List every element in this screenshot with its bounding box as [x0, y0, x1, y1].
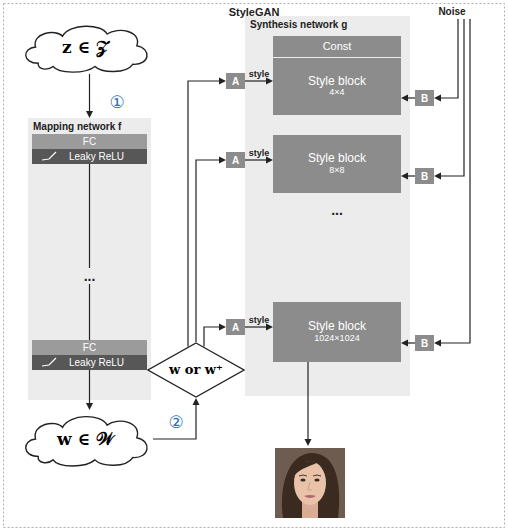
node-text: Style block — [308, 152, 366, 165]
relu-icon — [41, 151, 57, 162]
connector-line — [153, 403, 196, 439]
connector-line — [196, 160, 221, 342]
connector-arrow — [196, 157, 226, 343]
panel-title: Synthesis network g — [250, 19, 405, 30]
connector-arrow — [401, 95, 415, 102]
arrowhead — [219, 324, 226, 331]
arrowhead — [266, 78, 273, 85]
node-text: Leaky ReLU — [69, 357, 124, 368]
relu-icon — [41, 357, 57, 368]
node-text: FC — [83, 136, 96, 147]
node-text: A — [232, 322, 239, 333]
connector-line — [89, 74, 90, 113]
face-image — [275, 448, 345, 518]
noise-scale-box: B — [415, 168, 434, 184]
connector-line — [188, 81, 221, 347]
node-text: 1024×1024 — [314, 334, 359, 344]
connector-arrow — [188, 78, 226, 347]
connector-arrow — [204, 324, 226, 347]
style-block: Style block8×8 — [273, 135, 401, 193]
connector-arrow — [86, 74, 93, 118]
fc-layer: FC — [32, 340, 147, 355]
connector-arrow — [401, 340, 415, 347]
connector-line — [89, 164, 90, 340]
connector-arrow — [245, 157, 273, 164]
arrowhead — [219, 78, 226, 85]
arrowhead — [266, 324, 273, 331]
edge-label: style — [249, 315, 270, 325]
node-text: B — [421, 171, 428, 182]
node-text: z ∈ 𝒵 — [62, 38, 109, 57]
noise-wires — [308, 19, 470, 440]
edge-label: style — [249, 148, 270, 158]
connector-line — [245, 80, 268, 81]
arrowhead — [266, 157, 273, 164]
network-panel: Synthesis network gConstStyle block4×4St… — [245, 16, 410, 396]
arrowhead — [401, 340, 408, 347]
connector-arrow — [86, 370, 93, 410]
connector-line — [89, 370, 90, 405]
node-text: 4×4 — [329, 88, 344, 98]
node-text: Style block — [308, 320, 366, 333]
noise-scale-box: B — [415, 335, 434, 351]
connector-line — [245, 159, 268, 160]
arrowhead — [401, 95, 408, 102]
ellipsis: ... — [82, 268, 98, 284]
fc-layer: FC — [32, 134, 147, 149]
decision-diamond: w or w⁺ — [147, 342, 245, 398]
connector-line — [245, 326, 268, 327]
noise-scale-box: B — [415, 90, 434, 106]
arrowhead — [193, 398, 200, 405]
connector-arrow — [153, 398, 200, 439]
panel-title: Mapping network f — [33, 121, 146, 132]
node-text: A — [232, 155, 239, 166]
connector-arrow — [89, 164, 90, 340]
style-block: Style block4×4 — [273, 58, 401, 115]
callout-number: ② — [168, 412, 183, 432]
node-text: Style block — [308, 75, 366, 88]
outer-frame — [4, 4, 505, 528]
node-text: FC — [83, 342, 96, 353]
node-text: B — [421, 93, 428, 104]
diagram-title: StyleGAN — [229, 6, 280, 18]
latent-cloud: z ∈ 𝒵 — [18, 20, 153, 74]
wire-arrowheads — [305, 95, 442, 447]
arrowhead — [86, 111, 93, 118]
activation-layer: Leaky ReLU — [32, 149, 147, 164]
style-block: Style block1024×1024 — [273, 302, 401, 362]
node-text: Leaky ReLU — [69, 151, 124, 162]
ellipsis: ... — [329, 202, 345, 218]
node-text: Const — [323, 40, 352, 52]
node-text: A — [232, 76, 239, 87]
const-box: Const — [273, 36, 401, 57]
connector-arrow — [401, 173, 415, 180]
affine-box: A — [226, 319, 245, 335]
connector-line — [204, 327, 221, 347]
activation-layer: Leaky ReLU — [32, 355, 147, 370]
connector-arrow — [245, 78, 273, 85]
arrowhead — [86, 403, 93, 410]
callout-number: ① — [109, 92, 124, 112]
node-text: w ∈ 𝒲 — [57, 430, 114, 449]
edge-label: style — [249, 69, 270, 79]
arrowhead — [219, 157, 226, 164]
latent-cloud: w ∈ 𝒲 — [18, 410, 153, 468]
node-text: B — [421, 338, 428, 349]
arrowhead — [401, 173, 408, 180]
connector-arrow — [245, 324, 273, 331]
node-text: 8×8 — [329, 166, 344, 176]
affine-box: A — [226, 73, 245, 89]
affine-box: A — [226, 152, 245, 168]
input-label: Noise — [438, 6, 465, 17]
node-text: w or w⁺ — [169, 363, 223, 377]
